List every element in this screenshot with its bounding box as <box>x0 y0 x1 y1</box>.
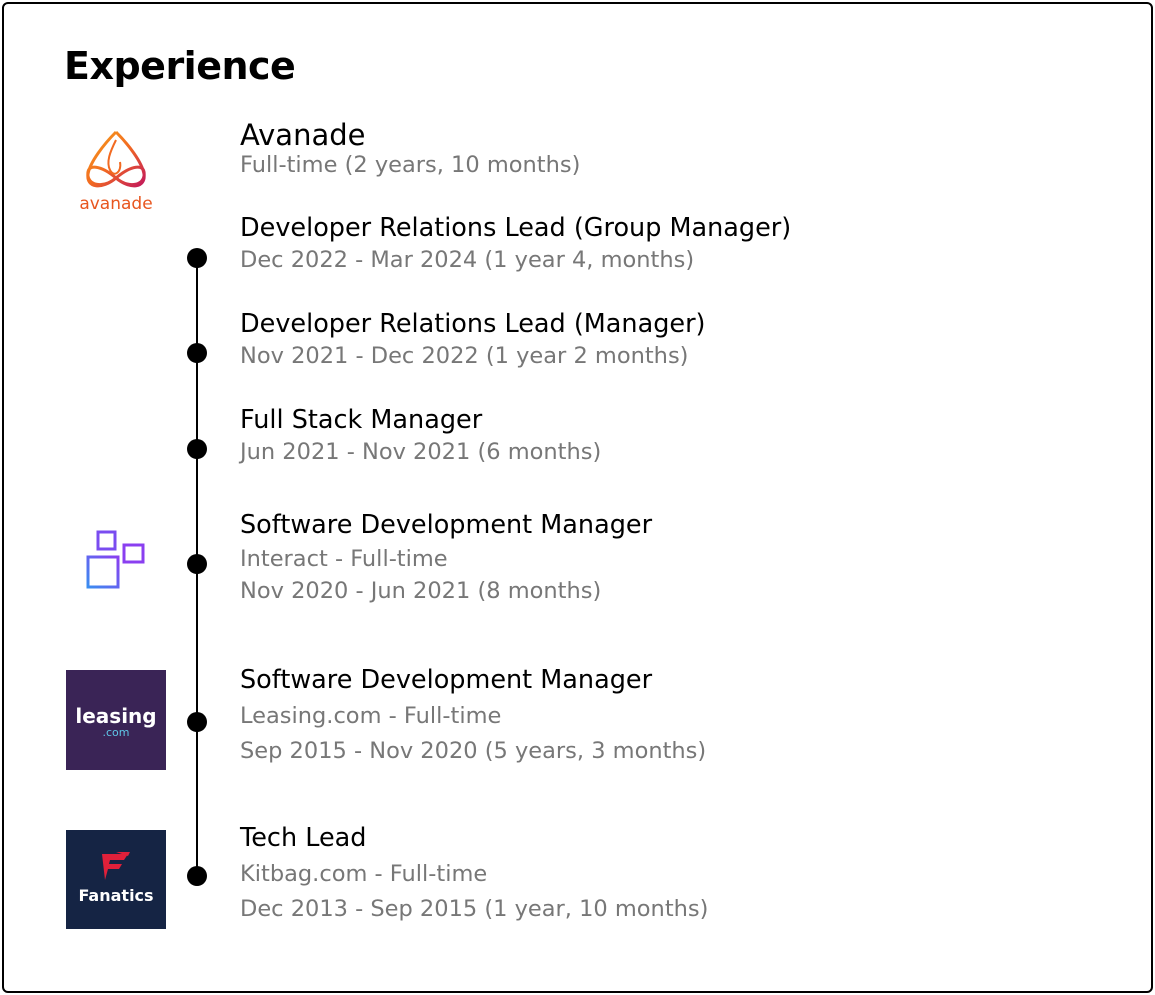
fanatics-logo: Fanatics <box>66 830 166 929</box>
leasing-logo-subtext: .com <box>102 726 130 739</box>
role-company: Leasing.com - Full-time <box>240 703 502 729</box>
role-dates: Dec 2013 - Sep 2015 (1 year, 10 months) <box>240 896 709 922</box>
role-dates: Dec 2022 - Mar 2024 (1 year 4, months) <box>240 247 695 273</box>
leasing-logo: leasing .com <box>66 670 166 770</box>
avanade-logo-text: avanade <box>79 194 153 214</box>
interact-logo <box>85 530 147 592</box>
company-subtitle: Full-time (2 years, 10 months) <box>240 152 581 178</box>
role-dates: Sep 2015 - Nov 2020 (5 years, 3 months) <box>240 738 707 764</box>
timeline-dot <box>187 248 207 268</box>
role-title: Software Development Manager <box>240 665 653 695</box>
fanatics-logo-text: Fanatics <box>78 886 154 905</box>
role-dates: Nov 2021 - Dec 2022 (1 year 2 months) <box>240 343 689 369</box>
role-dates: Nov 2020 - Jun 2021 (8 months) <box>240 578 602 604</box>
timeline-dot <box>187 439 207 459</box>
company-name: Avanade <box>240 118 366 152</box>
timeline-dot <box>187 343 207 363</box>
role-company: Kitbag.com - Full-time <box>240 861 488 887</box>
timeline-dot <box>187 712 207 732</box>
role-title: Developer Relations Lead (Manager) <box>240 309 706 339</box>
avanade-logo: avanade <box>76 126 156 218</box>
role-company: Interact - Full-time <box>240 546 448 572</box>
timeline-dot <box>187 554 207 574</box>
role-dates: Jun 2021 - Nov 2021 (6 months) <box>240 439 602 465</box>
leasing-logo-text: leasing <box>75 704 157 728</box>
page-title: Experience <box>64 44 296 88</box>
role-title: Developer Relations Lead (Group Manager) <box>240 213 792 243</box>
role-title: Software Development Manager <box>240 510 653 540</box>
role-title: Full Stack Manager <box>240 405 483 435</box>
timeline-dot <box>187 866 207 886</box>
role-title: Tech Lead <box>240 823 367 853</box>
